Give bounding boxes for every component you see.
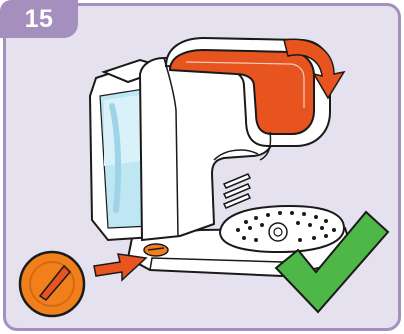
- arrow-right-icon: [94, 254, 146, 280]
- base-dial-icon: [144, 244, 168, 256]
- dial-knob-icon: [20, 252, 84, 316]
- side-vents: [224, 174, 250, 208]
- step-number-badge: 15: [0, 0, 78, 38]
